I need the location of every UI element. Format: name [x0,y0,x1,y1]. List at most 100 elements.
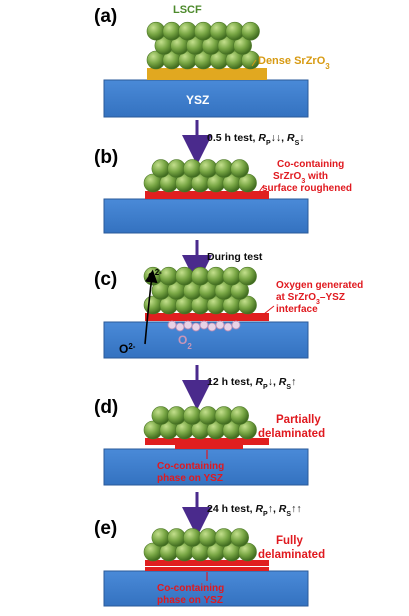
panel-d-letter: (d) [94,397,118,418]
oxygen-bubble [175,322,185,332]
lscf-particle [162,21,182,41]
ysz-label: YSZ [186,93,209,107]
lscf-particle [167,159,186,178]
step-arrow-1: 0.5 h test, RP↓↓, RS↓ [182,120,304,165]
lscf-particle [238,266,257,286]
lscf-particle [241,21,260,41]
step-arrow-2: During test [182,240,263,285]
oxygen-bubble [191,322,201,332]
lscf-particle [146,21,166,41]
lscf-particle [198,406,218,425]
lscf-particle [209,21,229,41]
lscf-particle [238,173,257,193]
step-3-label: 12 h test, RP↓, RS↑ [207,376,296,391]
oxygen-bubbles [167,320,241,332]
panel-a-letter: (a) [94,6,117,27]
lscf-particle [159,266,179,286]
lscf-particle [151,406,171,425]
lscf-particle [198,528,218,547]
phase-d-2: phase on YSZ [157,473,223,484]
co-phase-e [145,567,269,571]
lscf-particle [183,528,202,547]
dense-leader [251,59,257,67]
panel-e: (e) Fully delaminated Co-containing phas… [94,518,325,607]
panel-e-letter: (e) [94,518,117,539]
panel-b-letter: (b) [94,147,118,168]
note-e-2: delaminated [258,549,325,561]
lscf-particle [233,36,252,55]
lscf-particle [238,542,257,562]
panel-a: (a) LSCF YSZ Dense SrZrO3 [94,4,330,118]
oxygen-bubble [183,320,193,330]
lscf-particle [183,406,202,425]
note-d-2: delaminated [258,428,325,440]
ysz-substrate-b [103,198,309,234]
panel-c: (c) O2 e2- O2- Oxygen generated at SrZrO… [94,266,363,359]
lscf-particle [151,528,171,547]
co-srzro3-layer-e [145,560,269,566]
panel-c-letter: (c) [94,269,117,290]
lscf-particles-b [143,159,257,193]
lscf-particle [206,266,226,286]
lscf-particle [214,159,234,178]
note-b-1: Co-containing [277,159,344,170]
oxygen-bubble [199,320,209,330]
lscf-particle [167,406,186,425]
lscf-particle [225,21,245,41]
lscf-label: LSCF [173,4,202,16]
lscf-particle [151,159,171,178]
note-c-1: Oxygen generated [276,280,363,291]
step-2-label: During test [207,251,263,263]
phase-d-1: Co-containing [157,461,224,472]
co-srzro3-layer-b [145,191,269,199]
ion-path-arrow [144,269,158,345]
ysz-substrate-e [103,570,309,607]
lscf-particle [178,21,197,41]
lscf-particle [230,159,249,178]
lscf-particles-e [143,528,257,562]
lscf-particle [198,159,218,178]
lscf-particle [230,406,249,425]
note-e-1: Fully [276,535,303,547]
lscf-particle [194,21,213,41]
lscf-particle [191,266,210,286]
co-phase-d [175,445,243,449]
oxygen-bubble [207,322,217,332]
ysz-substrate [103,79,309,118]
step-4-label: 24 h test, RP↑, RS↑↑ [207,503,302,518]
co-srzro3-layer-d [145,438,269,445]
oxygen-bubble [215,320,225,330]
lscf-particle [183,159,202,178]
lscf-particle [230,528,249,547]
step-1-label: 0.5 h test, RP↓↓, RS↓ [207,132,304,147]
phase-e-2: phase on YSZ [157,595,223,606]
oxygen-bubble [167,320,177,330]
step-arrow-3: 12 h test, RP↓, RS↑ [182,365,296,410]
note-b-2: SrZrO3 with [273,171,328,185]
note-d-1: Partially [276,414,321,426]
lscf-particle [214,406,234,425]
phase-e-1: Co-containing [157,583,224,594]
lscf-particles-d [143,406,257,440]
lscf-particle [241,50,260,70]
dense-srzro3-label: Dense SrZrO3 [258,55,330,71]
oxygen-bubble [223,322,233,332]
panel-d: (d) Partially delaminated Co-containing … [94,397,325,486]
lscf-particle [175,266,194,286]
step-arrow-4: 24 h test, RP↑, RS↑↑ [182,492,302,537]
lscf-particle [167,528,186,547]
lscf-particle [238,295,257,315]
oxygen-bubble [231,320,241,330]
lscf-particle [214,528,234,547]
lscf-particle [230,281,249,300]
note-c-2: at SrZrO3–YSZ [276,292,345,306]
panel-b: (b) Co-containing SrZrO3 with surface ro… [94,147,352,234]
lscf-particle [222,266,242,286]
lscf-particle [238,420,257,440]
co-srzro3-layer-c [145,313,269,321]
note-c-3: interface [276,304,318,315]
lscf-particles [146,21,260,70]
dense-srzro3-layer [147,68,267,80]
